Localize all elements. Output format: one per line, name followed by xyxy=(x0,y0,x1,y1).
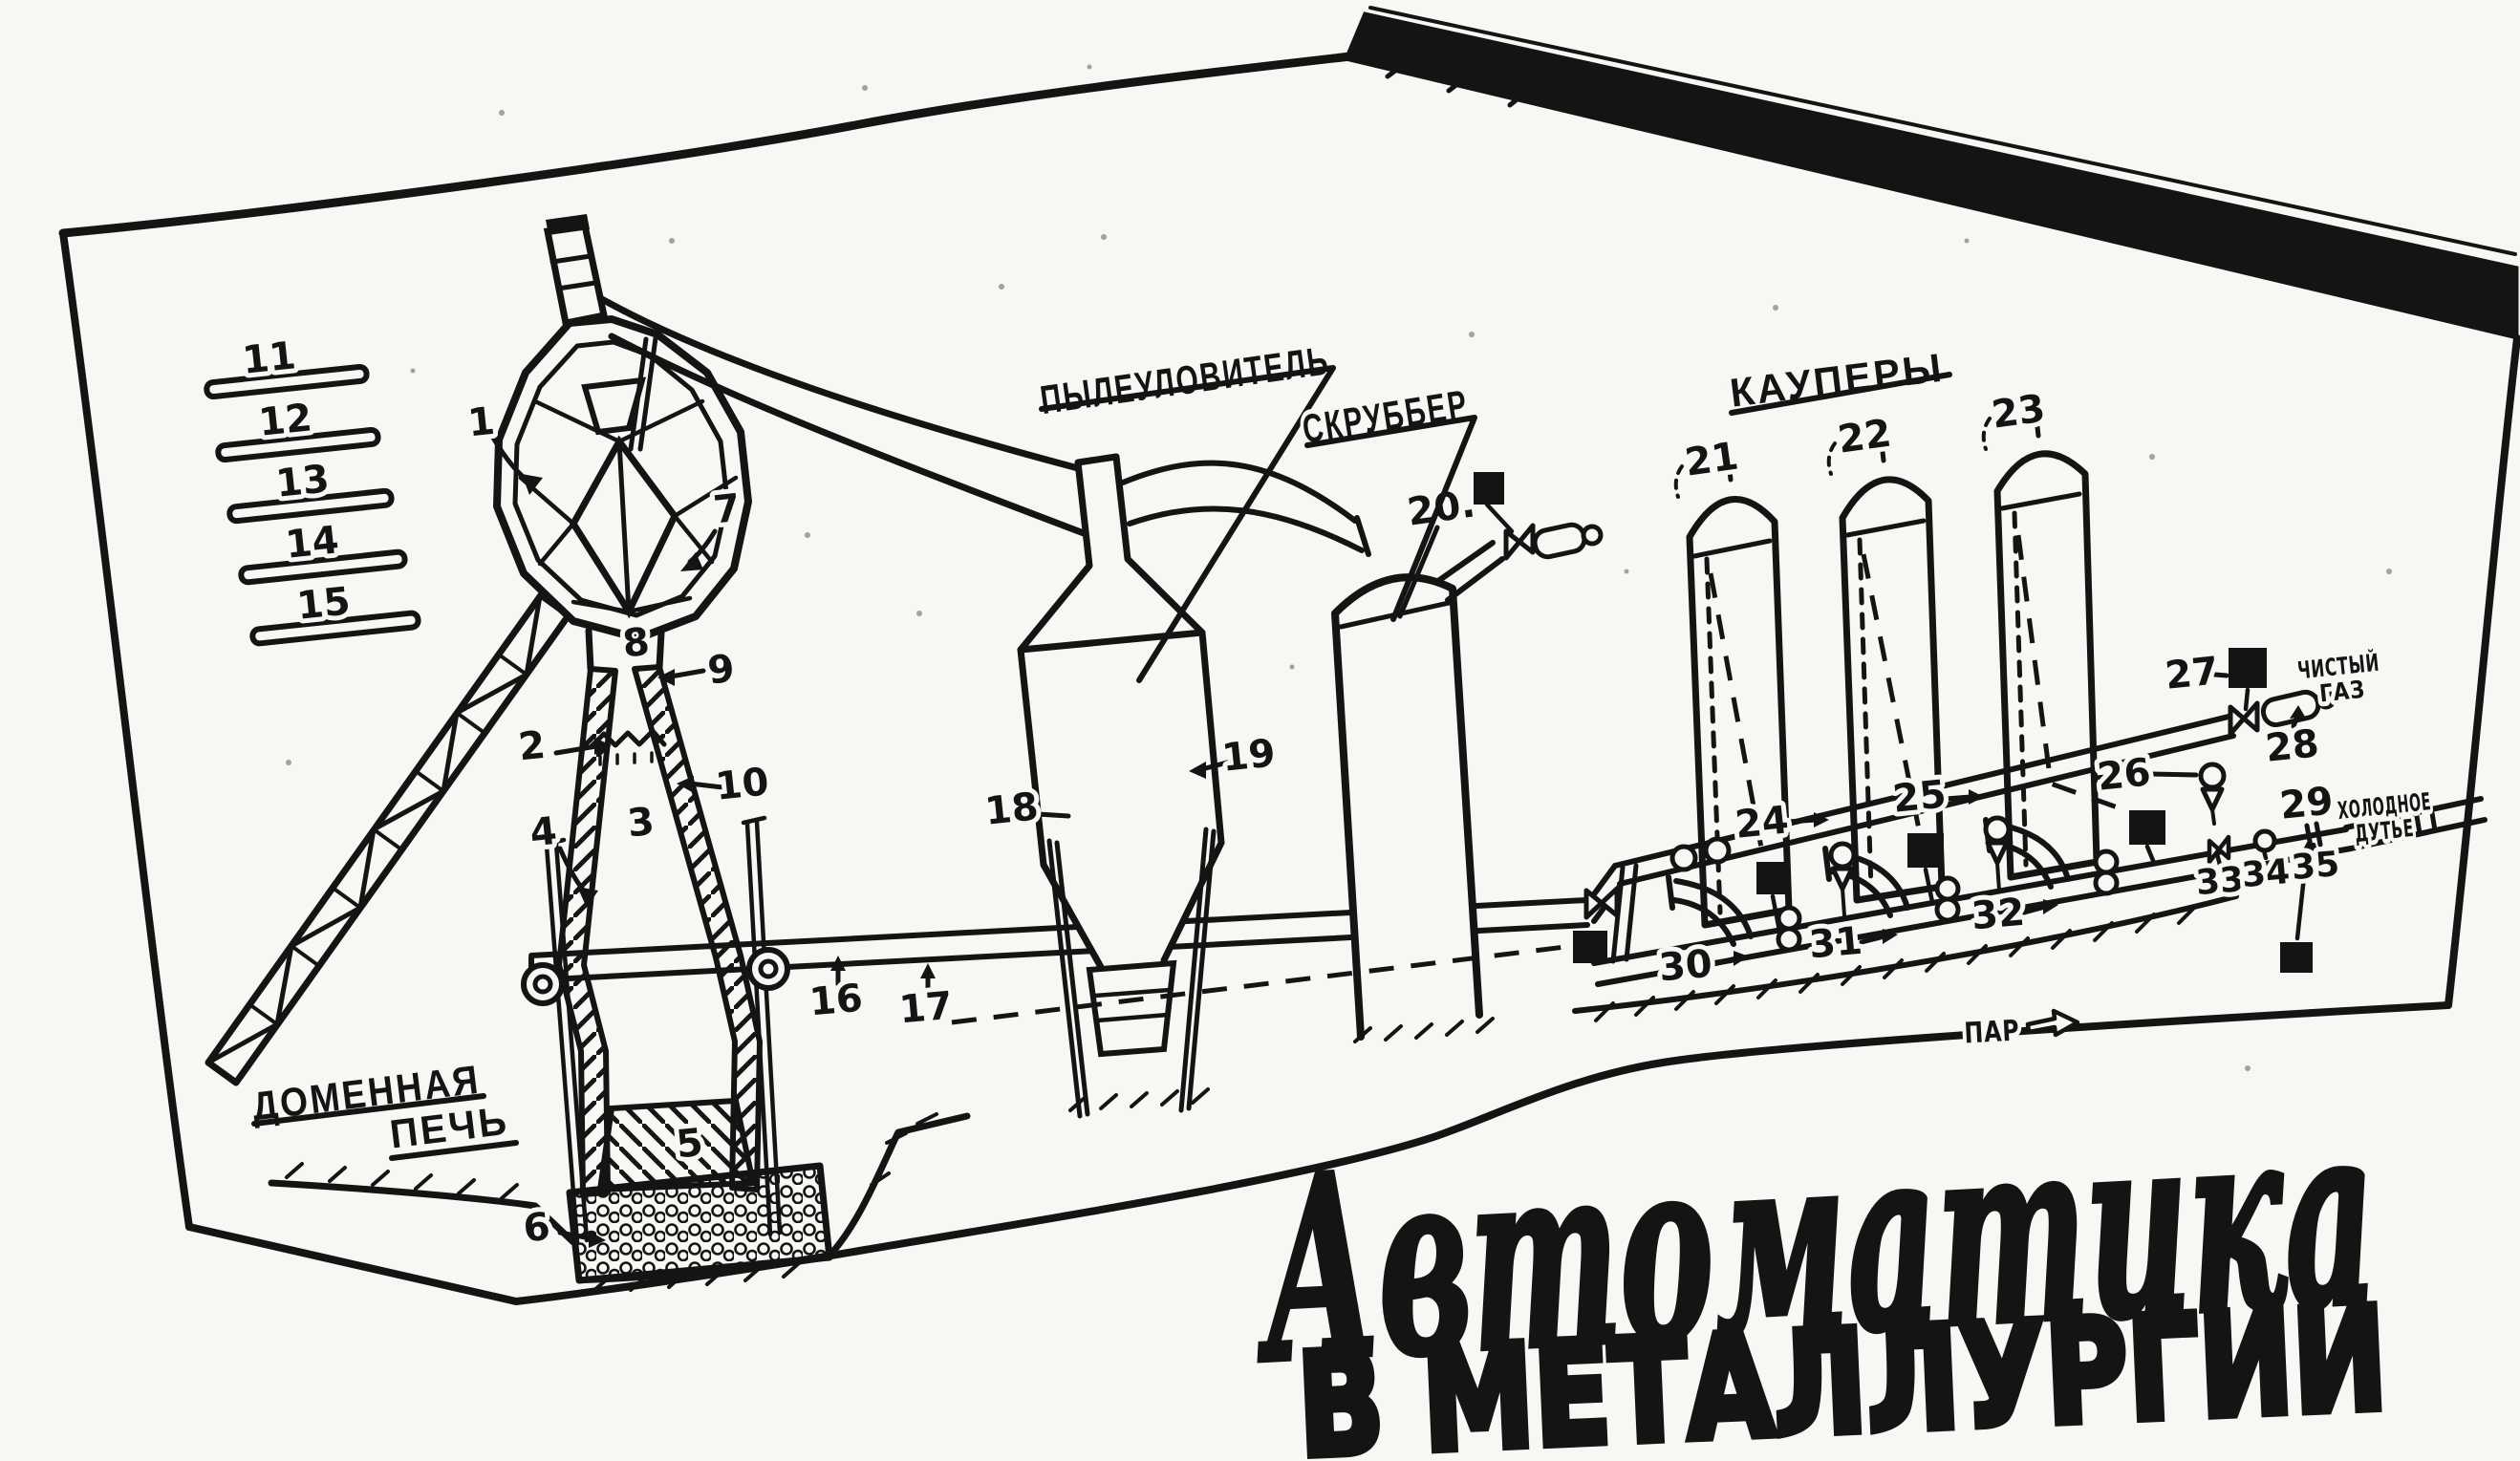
part-label-26: 26 xyxy=(2096,750,2153,800)
clean-gas-label-line2: ГАЗ xyxy=(2318,676,2367,708)
part-label-23: 23 xyxy=(1989,386,2048,437)
legend-bar-14 xyxy=(238,548,408,586)
paper-speckles xyxy=(286,64,2392,1071)
part-label-12: 12 xyxy=(257,396,314,445)
part-label-6: 6 xyxy=(521,1205,551,1252)
part-label-30: 30 xyxy=(1657,942,1713,991)
part-label-35: 35 xyxy=(2290,845,2340,888)
part-label-7: 7 xyxy=(711,486,742,533)
part-number-labels: 1 2 3 4 5 6 7 8 9 10 11 12 13 14 15 16 1… xyxy=(236,329,2346,1256)
part-label-22: 22 xyxy=(1835,411,1894,462)
legend-bar-15 xyxy=(249,610,421,647)
part-label-16: 16 xyxy=(808,977,864,1025)
part-label-15: 15 xyxy=(295,579,353,629)
dust-collector xyxy=(1017,453,1225,1119)
part-label-5: 5 xyxy=(674,1121,704,1168)
stove-instruments xyxy=(1756,762,2227,934)
blast-valve-icon xyxy=(1583,886,1620,920)
part-label-3: 3 xyxy=(625,800,656,847)
part-label-10: 10 xyxy=(714,760,771,809)
part-label-1: 1 xyxy=(465,399,496,446)
clean-gas-valve-icon xyxy=(2228,700,2260,737)
part-label-24: 24 xyxy=(1734,798,1791,848)
part-label-31: 31 xyxy=(1807,919,1863,968)
cowper-stove-23 xyxy=(1993,416,2100,881)
part-label-20: 20. xyxy=(1405,482,1478,534)
legend-bar-12 xyxy=(215,426,381,463)
instrument-box-35-icon xyxy=(2280,942,2313,973)
instrument-box-26-icon xyxy=(2129,810,2165,845)
part-label-18: 18 xyxy=(983,784,1041,834)
part-label-33: 33 xyxy=(2194,860,2245,903)
signal-dashed-lines xyxy=(951,534,2126,1025)
part-label-4: 4 xyxy=(528,809,558,856)
steam-instrument xyxy=(2280,839,2315,973)
downcomer-pipe xyxy=(596,294,1088,537)
part-label-9: 9 xyxy=(705,647,736,694)
part-label-19: 19 xyxy=(1220,731,1278,781)
instrument-box-25-icon xyxy=(1907,833,1944,868)
blast-furnace xyxy=(493,214,833,1284)
dust-collector-label: ПЫЛЕУЛОВИТЕЛЬ xyxy=(1038,337,1333,422)
part-label-11: 11 xyxy=(241,333,298,383)
scrubber-outlet-valve-icon xyxy=(1503,523,1536,561)
instrument-box-17-link-icon xyxy=(1573,931,1607,963)
legend-bars xyxy=(204,363,421,647)
part-label-21: 21 xyxy=(1682,434,1741,484)
blower-pipe-end xyxy=(1573,886,1620,963)
torn-corner-fold xyxy=(1343,6,2519,340)
leader-lines xyxy=(490,417,2318,1248)
cowper-stove-21 xyxy=(1686,460,1793,929)
title-script-line: Автоматика xyxy=(1246,1066,2382,1419)
instrument-box-24-icon xyxy=(1756,862,1789,894)
ground xyxy=(268,893,2239,1294)
cowper-stove-22 xyxy=(1839,440,1946,904)
steam-label: ПАР xyxy=(1964,1015,2021,1051)
legend-bar-11 xyxy=(204,363,370,400)
scrubber xyxy=(1120,460,1604,1041)
instrument-box-27-icon xyxy=(2229,648,2267,688)
part-label-2: 2 xyxy=(516,723,547,770)
part-label-34: 34 xyxy=(2240,852,2291,895)
gas-main-pipe xyxy=(1585,714,2236,964)
part-label-8: 8 xyxy=(620,620,651,667)
part-label-32: 32 xyxy=(1970,891,2026,939)
part-label-14: 14 xyxy=(284,518,341,568)
part-label-17: 17 xyxy=(897,984,954,1033)
legend-bar-13 xyxy=(226,487,395,525)
cover-title: Автоматика В МЕТАЛЛУРГИИ xyxy=(1243,1063,2395,1461)
part-label-28: 28 xyxy=(2264,721,2321,771)
dust-collector-legs xyxy=(1046,827,1217,1119)
part-label-25: 25 xyxy=(1891,772,1949,822)
steam-arrow-icon xyxy=(2025,1008,2080,1038)
cold-blast-label-line2: ДУТЬЕ xyxy=(2354,814,2416,848)
part-label-13: 13 xyxy=(274,457,332,506)
instrument-box-20-icon xyxy=(1474,472,1504,505)
part-label-29: 29 xyxy=(2278,779,2336,828)
part-label-27: 27 xyxy=(2164,649,2221,698)
